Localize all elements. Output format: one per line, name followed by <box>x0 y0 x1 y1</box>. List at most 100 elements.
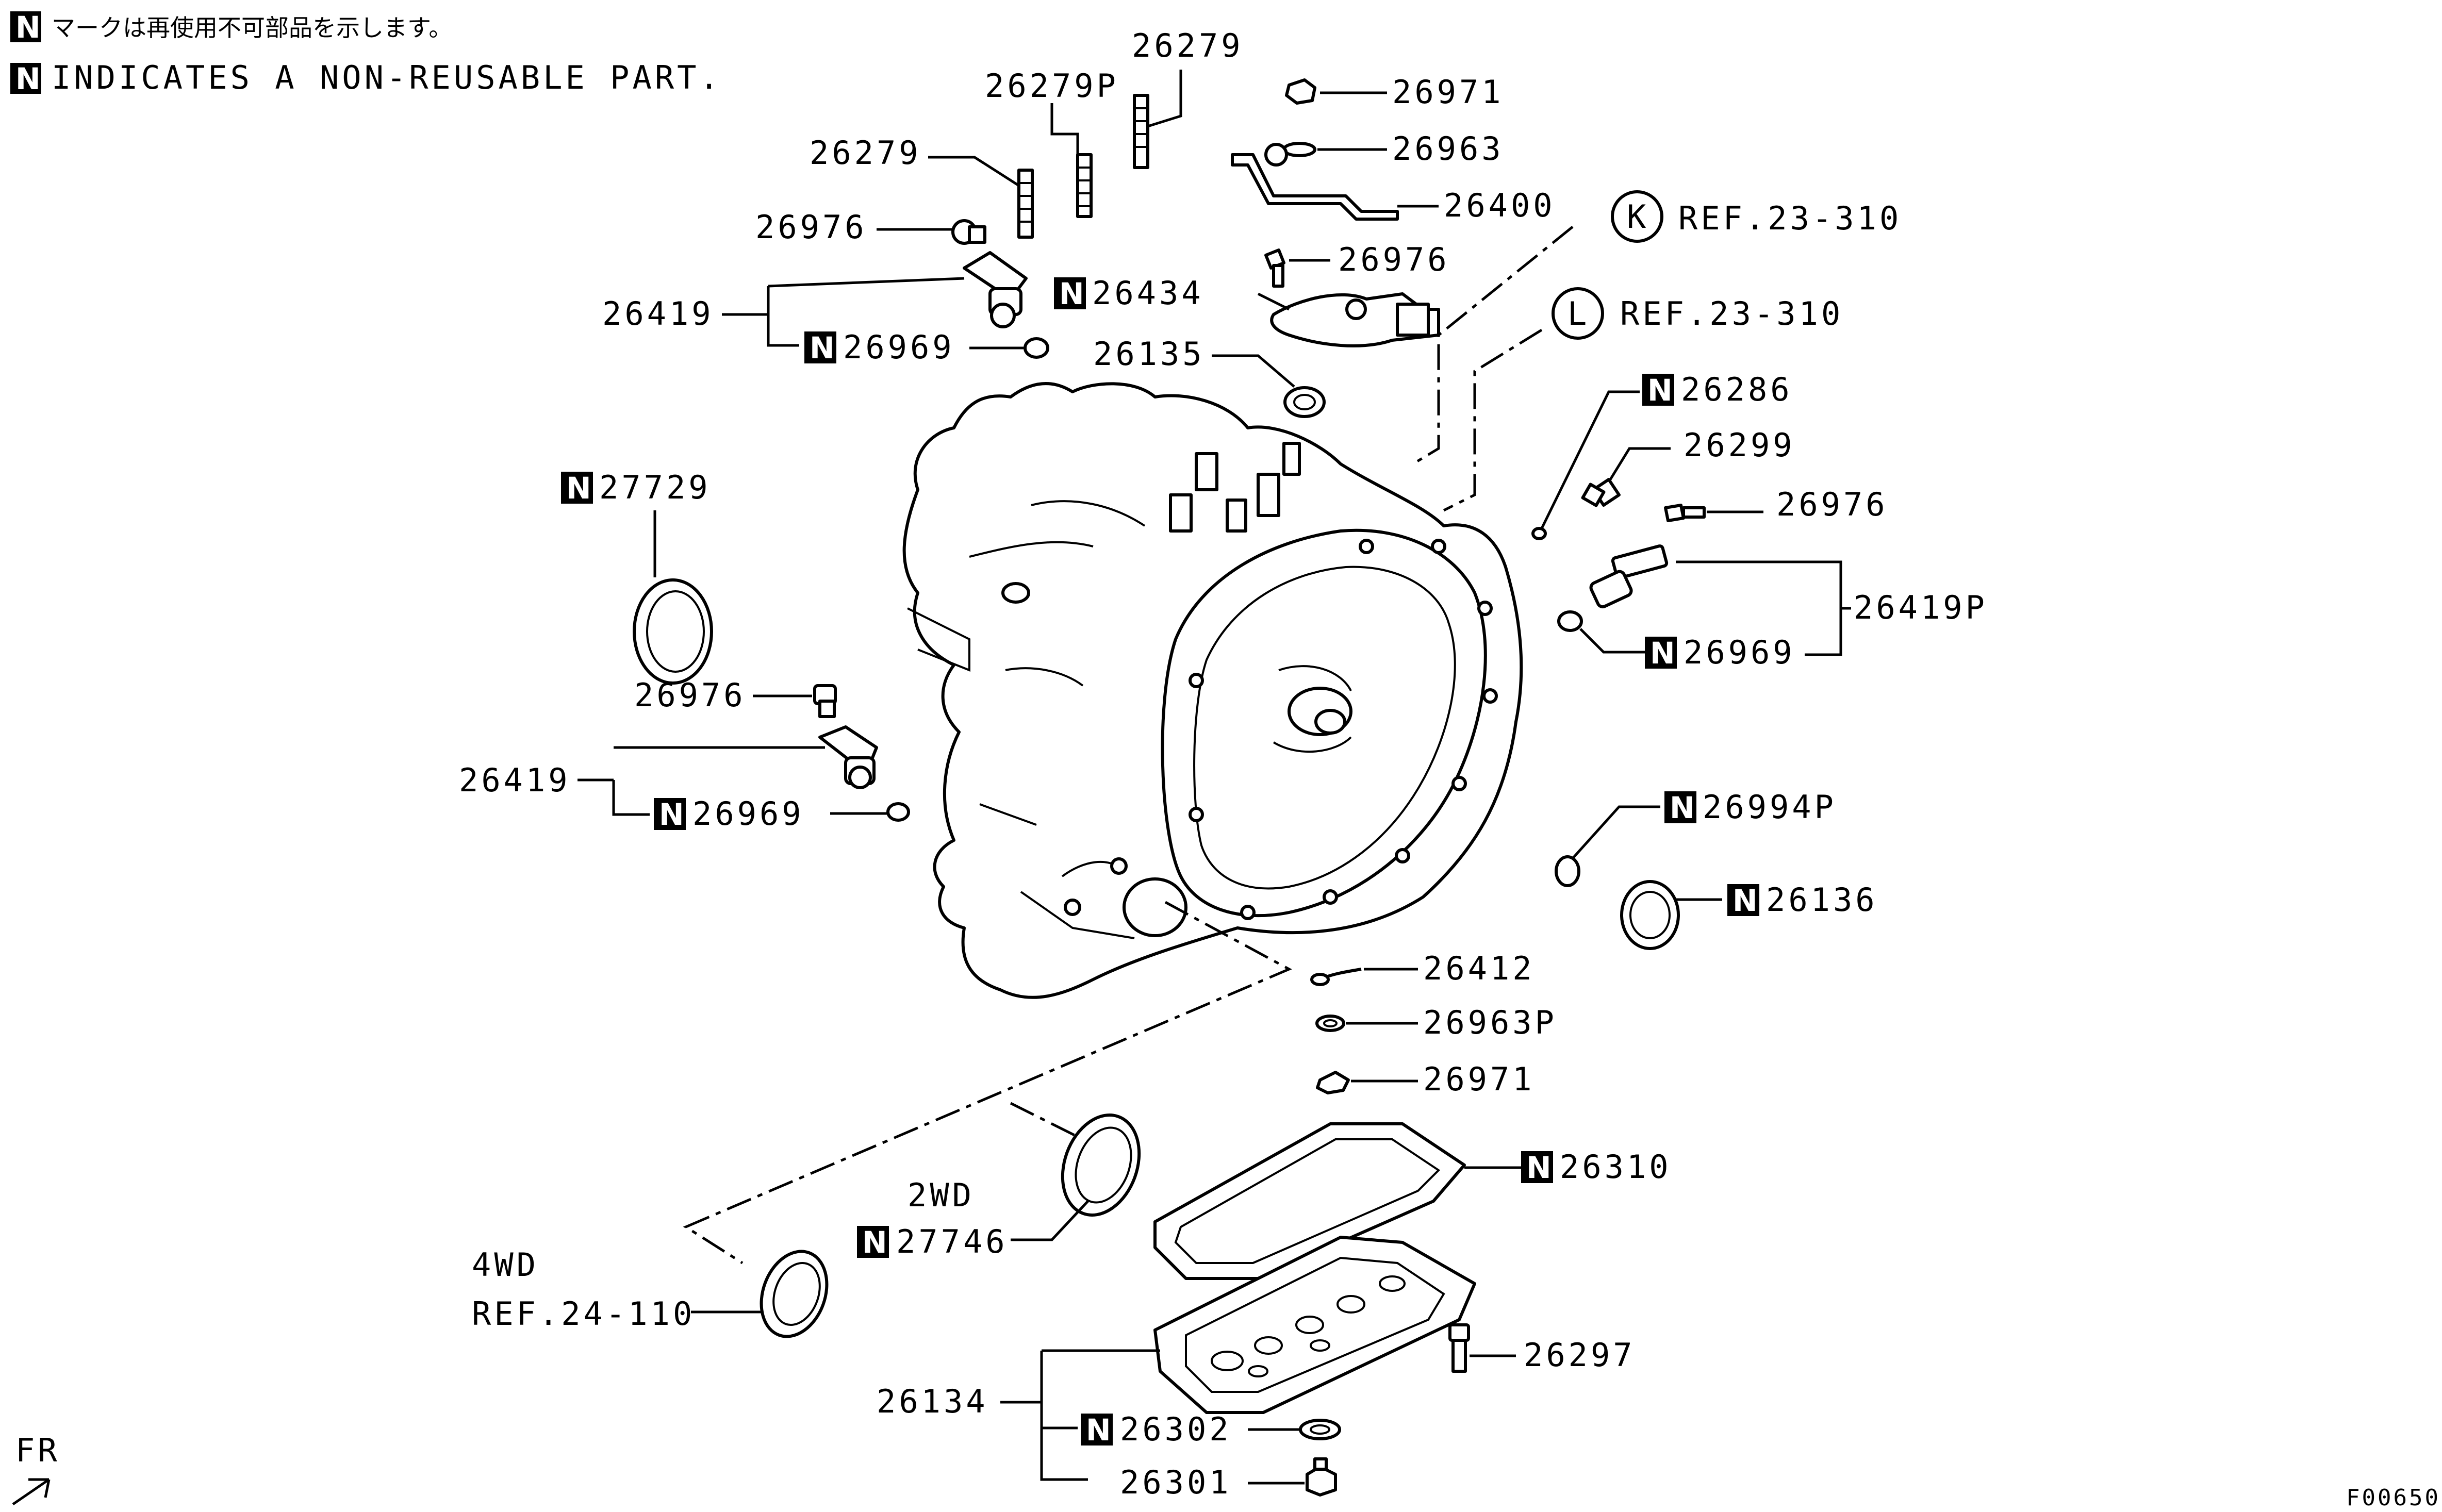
non-reusable-badge-icon: N <box>1664 790 1696 825</box>
label-26136: 26136 <box>1766 881 1878 919</box>
ref-circle-K: K <box>1611 190 1663 243</box>
switch-26434 <box>1257 292 1440 347</box>
stud-26279P <box>1076 153 1093 218</box>
label-26302: 26302 <box>1120 1410 1232 1448</box>
figure-code: F00650 <box>2346 1485 2440 1511</box>
label-26994P: 26994P <box>1703 788 1837 826</box>
sensor-26419P <box>1589 544 1851 656</box>
label-26969-top: 26969 <box>843 328 955 366</box>
non-reusable-badge-icon: N <box>1054 276 1086 311</box>
label-26976-c: 26976 <box>1776 486 1888 523</box>
bolt-26976-a <box>877 219 986 245</box>
oring-26286 <box>1531 390 1640 540</box>
svg-text:N: N <box>862 1225 887 1260</box>
legend-japanese-text: マークは再使用不可部品を示します。 <box>52 14 452 42</box>
svg-text:N: N <box>659 797 684 832</box>
bolt-26297 <box>1448 1323 1516 1373</box>
non-reusable-badge-icon: N <box>804 330 836 365</box>
stud-26279-top <box>1133 94 1149 169</box>
non-reusable-badge-icon: N <box>561 471 593 506</box>
label-26286: 26286 <box>1681 371 1793 408</box>
non-reusable-badge-icon: N <box>10 10 41 45</box>
svg-text:N: N <box>1670 790 1695 825</box>
transmission-case <box>902 382 1523 999</box>
label-26419-mid: 26419 <box>459 761 571 799</box>
label-26299: 26299 <box>1684 426 1795 464</box>
svg-text:N: N <box>1732 883 1758 918</box>
label-26135: 26135 <box>1093 335 1205 373</box>
part-labels: 26279 26279P 26279 26971 26963 26400 269… <box>459 27 1988 1501</box>
seal-27746 <box>1011 1114 1141 1241</box>
plug-26301 <box>1248 1457 1337 1497</box>
non-reusable-badge-icon: N <box>1642 373 1674 408</box>
washer-26963 <box>1282 142 1387 157</box>
label-27729: 27729 <box>599 469 711 506</box>
svg-text:N: N <box>1086 1413 1111 1448</box>
ref-circle-L: L <box>1552 287 1604 340</box>
stud-26279-left <box>1017 169 1034 239</box>
washer-26302 <box>1248 1419 1341 1440</box>
fr-label: FR <box>15 1432 60 1469</box>
pin-26412 <box>1310 968 1418 986</box>
non-reusable-badge-icon: N <box>1081 1413 1113 1448</box>
bolt-26976-b <box>1264 248 1330 288</box>
washer-26963P <box>1315 1015 1418 1032</box>
reference-lines <box>683 226 1574 1265</box>
bracket-26400 <box>1231 143 1439 221</box>
nut-26971-top <box>1285 78 1387 105</box>
label-26971-bottom: 26971 <box>1423 1060 1535 1098</box>
label-26969-right: 26969 <box>1684 634 1795 671</box>
non-reusable-badge-icon: N <box>1645 636 1677 671</box>
oring-26969-right <box>1557 610 1645 654</box>
seal-26136 <box>1620 880 1722 950</box>
oring-26969-top <box>969 337 1049 359</box>
svg-text:N: N <box>566 471 591 506</box>
sensor-26419-mid <box>578 725 878 816</box>
label-26419P: 26419P <box>1854 589 1988 626</box>
gasket-26310 <box>1153 1122 1521 1280</box>
non-reusable-badge-icon: N <box>10 61 41 96</box>
plug-26299 <box>1581 447 1671 507</box>
label-26400: 26400 <box>1444 187 1556 224</box>
svg-text:N: N <box>15 61 41 96</box>
non-reusable-badge-icon: N <box>1521 1150 1553 1185</box>
seal-4wd <box>691 1250 829 1338</box>
label-26969-mid: 26969 <box>692 795 804 833</box>
svg-text:K: K <box>1627 198 1649 236</box>
legend: N マークは再使用不可部品を示します。 N INDICATES A NON-RE… <box>10 10 722 96</box>
svg-text:N: N <box>15 10 41 45</box>
svg-text:N: N <box>1650 636 1675 671</box>
label-2wd: 2WD <box>908 1176 975 1214</box>
label-26310: 26310 <box>1560 1148 1672 1186</box>
label-26301: 26301 <box>1120 1464 1232 1501</box>
sensor-26419-top <box>722 251 1028 347</box>
label-4wd: 4WD <box>472 1246 539 1284</box>
label-26279-left: 26279 <box>810 134 921 172</box>
label-26976-d: 26976 <box>634 676 746 714</box>
label-ref-K: REF.23-310 <box>1678 200 1902 237</box>
label-26412: 26412 <box>1423 950 1535 987</box>
label-26976-b: 26976 <box>1338 241 1450 278</box>
label-26279-top: 26279 <box>1132 27 1244 64</box>
svg-text:N: N <box>810 330 835 365</box>
svg-text:N: N <box>1526 1150 1552 1185</box>
label-26434: 26434 <box>1092 274 1204 312</box>
legend-english-text: INDICATES A NON-REUSABLE PART. <box>52 59 722 96</box>
oring-26994P <box>1555 805 1660 887</box>
non-reusable-badge-icon: N <box>654 797 686 832</box>
label-27746: 27746 <box>896 1223 1008 1260</box>
label-26134: 26134 <box>877 1383 988 1420</box>
svg-text:L: L <box>1568 295 1590 333</box>
svg-text:N: N <box>1059 276 1084 311</box>
bolt-26976-c <box>1664 504 1763 522</box>
label-26963: 26963 <box>1392 130 1504 168</box>
label-26279P: 26279P <box>985 67 1119 105</box>
label-26971-top: 26971 <box>1392 73 1504 111</box>
label-26963P: 26963P <box>1423 1004 1557 1041</box>
non-reusable-badge-icon: N <box>1727 883 1759 918</box>
oring-26969-mid <box>830 802 910 822</box>
bolt-26976-d <box>753 684 837 718</box>
label-26976-a: 26976 <box>755 208 867 246</box>
seal-27729 <box>633 510 713 685</box>
